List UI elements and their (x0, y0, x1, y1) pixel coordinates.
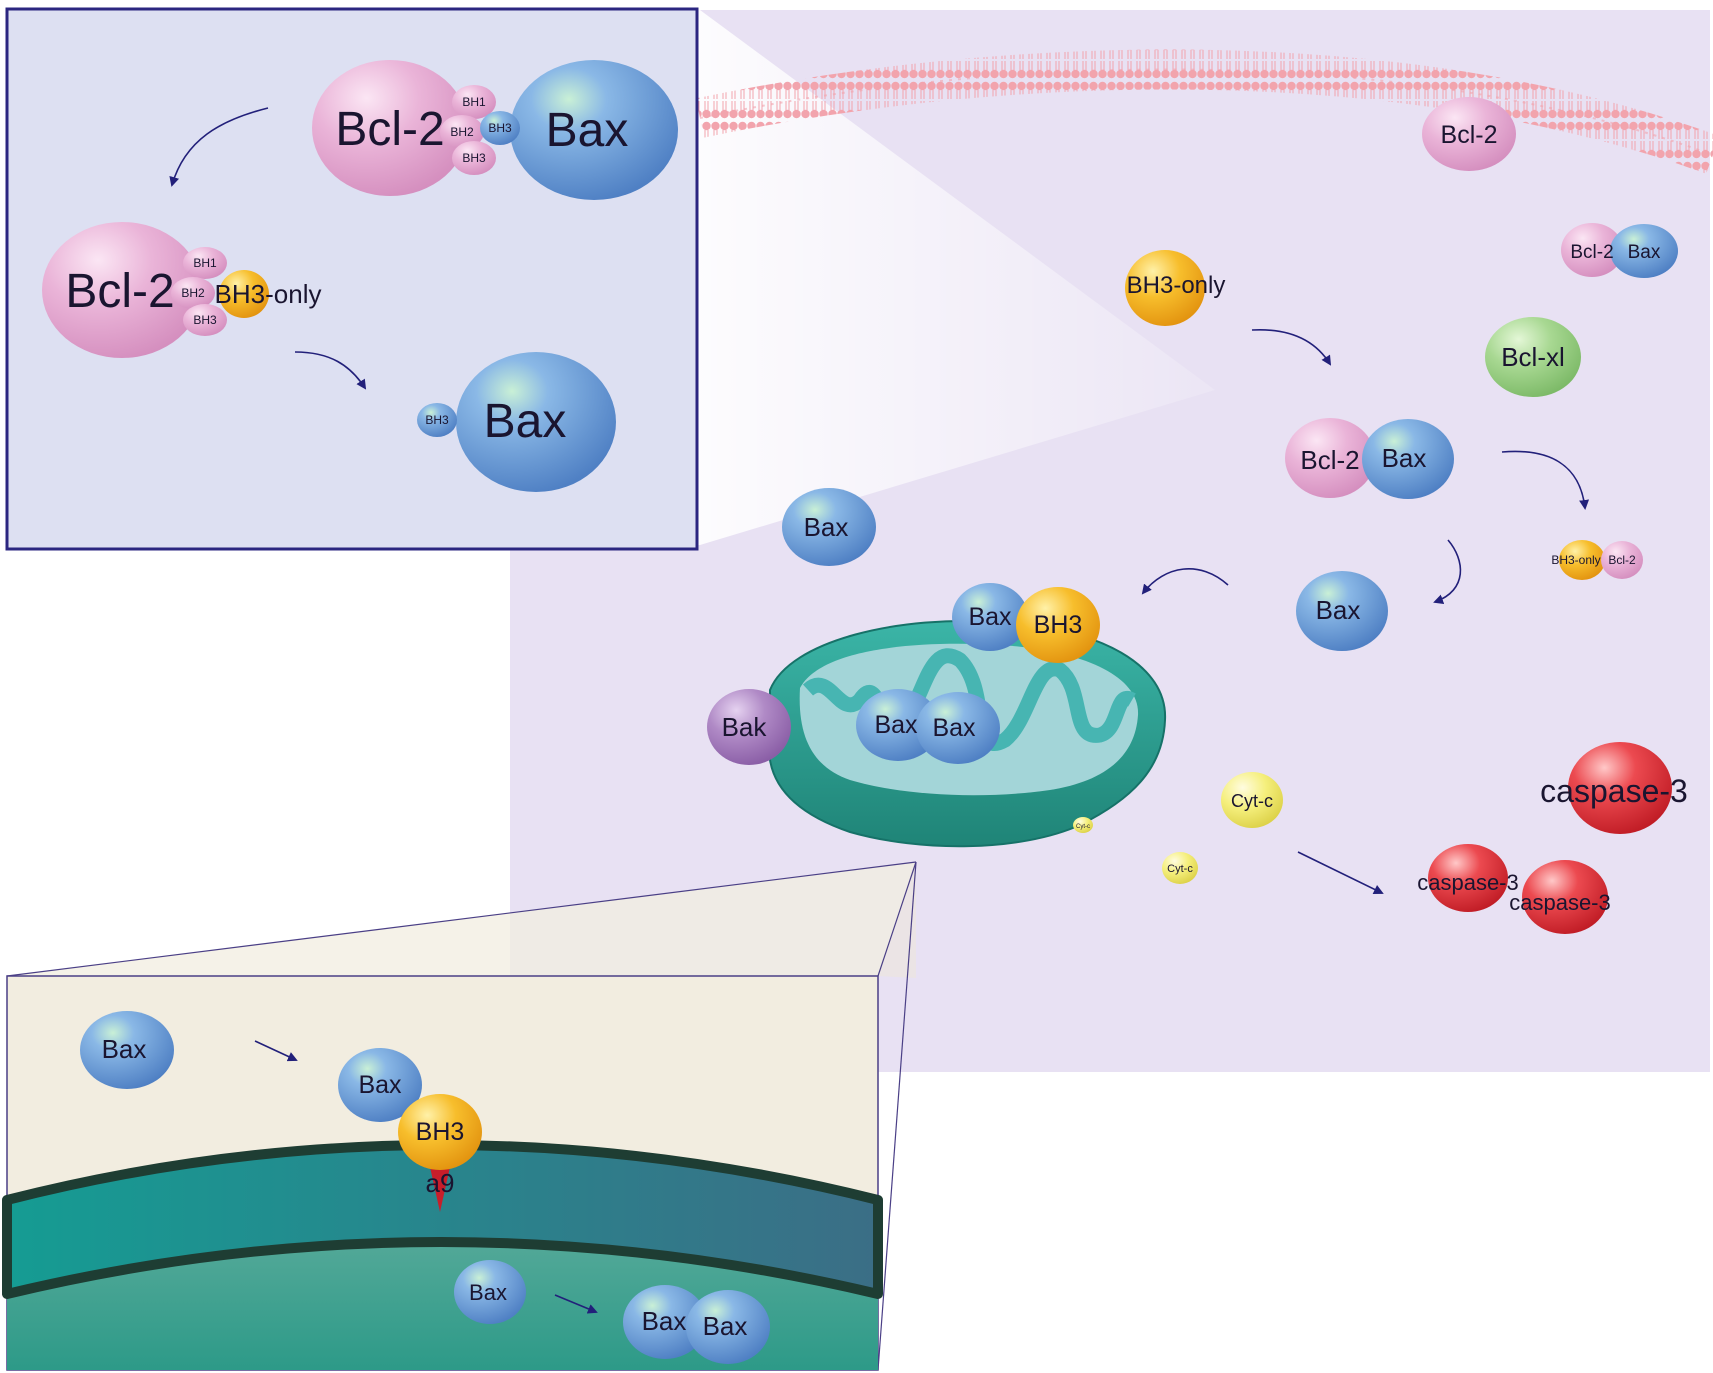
mito-bax-label: Bax (968, 603, 1012, 631)
bcl2-bound-label: Bcl-2 (65, 265, 174, 318)
cytc-large-label: Cyt-c (1231, 791, 1273, 811)
bax-free-left (782, 488, 876, 566)
lipid-bilayer-icon (695, 49, 1713, 174)
bh1-label: BH1 (462, 95, 486, 109)
mito-bax (952, 583, 1028, 651)
mitochondrion-proteins: Bax BH3 Bak Bax Bax (707, 583, 1100, 765)
bcl2-bax-complex-bcl2 (312, 60, 468, 196)
membrane-bcl2-label: Bcl-2 (1441, 121, 1498, 149)
arrow-icon (554, 1294, 598, 1314)
bh1-label-2: BH1 (193, 256, 217, 270)
inner-bax-2 (916, 692, 1000, 764)
membrane-bcl2 (1422, 97, 1516, 171)
free-bax (456, 352, 616, 492)
cytoplasm-molecules: Bcl-2 Bcl-2 Bax BH3-only Bcl-xl Bcl-2 Ba… (782, 97, 1678, 651)
cytc-small-label: Cyt-c (1167, 863, 1193, 875)
bax-free-label: Bax (102, 1034, 147, 1064)
bax-lumen-label: Bax (469, 1280, 507, 1305)
inner-bax-1 (856, 689, 940, 761)
bh2-label: BH2 (450, 125, 474, 139)
mito-bh3-label: BH3 (1034, 611, 1083, 639)
arrow-icon (1251, 329, 1332, 366)
pair-bcl2-label: Bcl-2 (1570, 242, 1613, 263)
bcl2-bound-bh3only (42, 222, 202, 358)
caspase3-2 (1522, 860, 1608, 934)
bax-bound-label: Bax (358, 1071, 402, 1099)
caspase3-1-label: caspase-3 (1417, 870, 1519, 895)
small-bh3-only-label: BH3-only (1551, 553, 1600, 567)
bcl-xl-label: Bcl-xl (1501, 342, 1565, 372)
mito-cytc-label: Cyt-c (1076, 824, 1090, 830)
bak-molecule (707, 689, 791, 765)
small-bh3-only (1559, 540, 1605, 580)
pair-bax (1610, 224, 1678, 278)
bh3-label-2: BH3 (193, 313, 217, 327)
free-bax-bh3-label: BH3 (425, 413, 449, 427)
bh2-label-2: BH2 (181, 286, 205, 300)
inner-bax-1-label: Bax (874, 711, 918, 739)
domain-bh1-2 (183, 247, 227, 279)
domain-bh3-bcl2 (452, 141, 496, 175)
a9-label: a9 (426, 1168, 455, 1198)
bh3-domain (398, 1094, 482, 1170)
complex-bcl2-label: Bcl-2 (1300, 445, 1359, 475)
bax-left-label: Bax (804, 512, 849, 542)
bax-bound (338, 1048, 422, 1122)
dimer-bax-1-label: Bax (642, 1306, 687, 1336)
bh3-only-molecule (219, 270, 269, 318)
domain-bh3-bax (480, 111, 520, 145)
bh3-only-molecule (1125, 250, 1205, 326)
arrow-icon (1433, 539, 1462, 604)
free-bax-bh3-domain (417, 403, 457, 437)
arrow-icon (254, 1040, 298, 1062)
bak-label: Bak (722, 712, 768, 742)
arrow-icon (1141, 568, 1229, 595)
bh3-only-label: BH3-only (1127, 272, 1226, 299)
complex-bax-label: Bax (1382, 443, 1427, 473)
complex-bax (1362, 419, 1454, 499)
caspase3-1 (1428, 844, 1508, 912)
bh3-only-label: BH3-only (215, 279, 322, 309)
bh3-bax-label: BH3 (488, 121, 512, 135)
inset-top-panel: Bcl-2 Bax BH1 BH2 BH3 BH3 Bcl-2 BH1 BH2 … (5, 7, 699, 551)
dimer-bax-1 (623, 1285, 707, 1359)
inner-bax-2-label: Bax (932, 714, 976, 742)
arrow-icon (1297, 851, 1384, 894)
domain-bh2 (440, 115, 484, 149)
bax-lumen (454, 1260, 526, 1324)
bax-label: Bax (546, 104, 629, 157)
bh3-label: BH3 (462, 151, 486, 165)
bh3-label: BH3 (416, 1118, 465, 1146)
cytc-small (1162, 852, 1198, 884)
mito-bh3 (1016, 587, 1100, 663)
bcl-xl-molecule (1485, 317, 1581, 397)
dimer-bax-2-label: Bax (703, 1311, 748, 1341)
cytc-caspase-group: Cyt-c Cyt-c caspase-3 caspase-3 caspase-… (1162, 742, 1688, 934)
domain-bh1 (452, 85, 496, 119)
small-bcl2-label: Bcl-2 (1608, 553, 1636, 567)
inset-bottom-panel: Bax Bax BH3 a9 Bax Bax Bax (2, 861, 917, 1371)
cytc-large (1221, 772, 1283, 828)
bcl2-label: Bcl-2 (335, 103, 444, 156)
arrow-icon (169, 107, 269, 187)
dimer-bax-2 (686, 1290, 770, 1364)
small-bcl2 (1601, 541, 1643, 579)
domain-bh2-2 (171, 277, 215, 309)
bax-free (80, 1011, 174, 1089)
caspase3-large (1568, 742, 1672, 834)
bcl2-bax-complex-bax (510, 60, 678, 200)
arrow-icon (294, 351, 367, 390)
bax-free-right (1296, 571, 1388, 651)
pair-bax-label: Bax (1628, 242, 1661, 263)
caspase3-2-label: caspase-3 (1509, 890, 1611, 915)
mito-cytc-dot (1073, 817, 1093, 833)
pair-bcl2 (1561, 223, 1623, 277)
free-bax-label: Bax (484, 395, 567, 448)
domain-bh3-2 (183, 304, 227, 336)
bax-right-label: Bax (1316, 595, 1361, 625)
caspase3-large-label: caspase-3 (1540, 773, 1688, 809)
complex-bcl2 (1285, 418, 1375, 498)
arrow-icon (1501, 450, 1590, 510)
